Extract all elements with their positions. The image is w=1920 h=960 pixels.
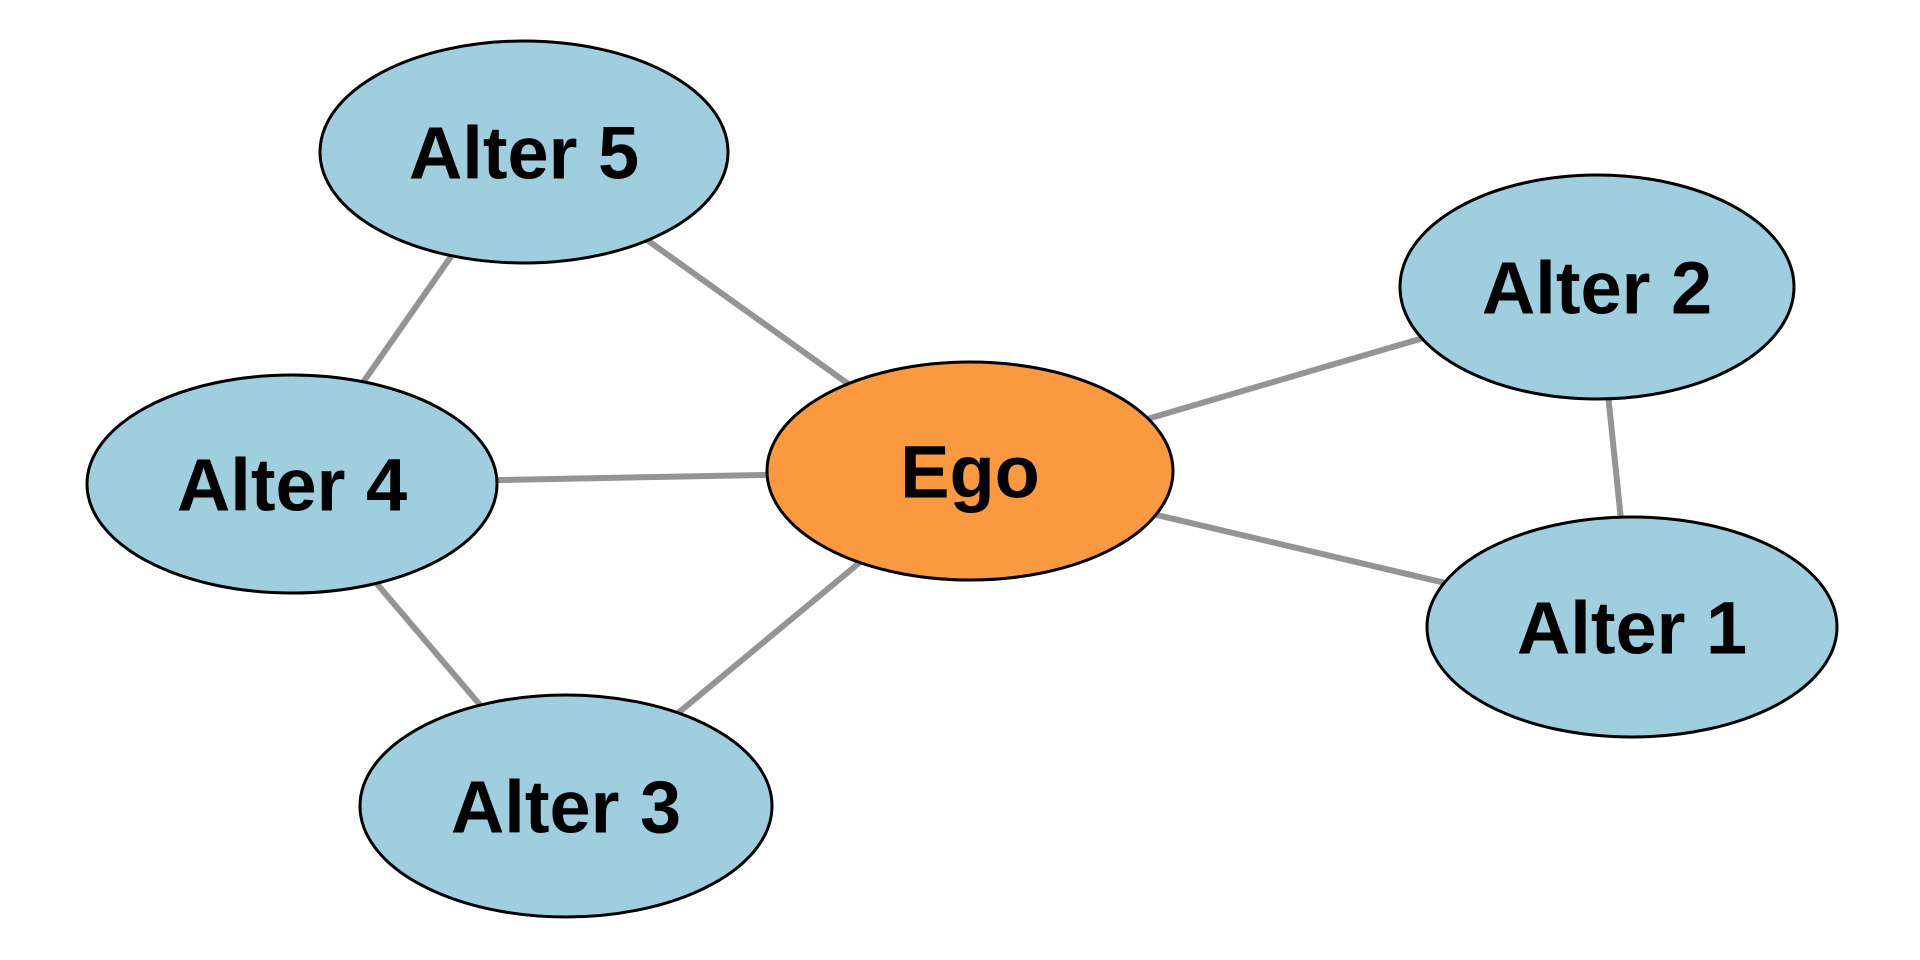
node-ego: Ego <box>765 360 1175 582</box>
node-alter4-ellipse <box>85 373 499 595</box>
node-alter3-ellipse <box>358 693 774 919</box>
node-alter1-label: Alter 1 <box>1517 587 1747 670</box>
node-alter3-label: Alter 3 <box>451 766 681 849</box>
node-alter1-ellipse <box>1425 515 1839 739</box>
node-alter3: Alter 3 <box>358 693 774 919</box>
node-alter5-ellipse <box>318 39 730 265</box>
node-alter5: Alter 5 <box>318 39 730 265</box>
node-alter4: Alter 4 <box>85 373 499 595</box>
node-alter2-ellipse <box>1398 173 1796 401</box>
node-ego-ellipse <box>765 360 1175 582</box>
node-alter2: Alter 2 <box>1398 173 1796 401</box>
node-alter5-label: Alter 5 <box>409 112 639 195</box>
node-alter2-label: Alter 2 <box>1482 247 1712 330</box>
node-alter4-label: Alter 4 <box>177 444 407 527</box>
node-alter1: Alter 1 <box>1425 515 1839 739</box>
node-ego-label: Ego <box>900 431 1040 514</box>
